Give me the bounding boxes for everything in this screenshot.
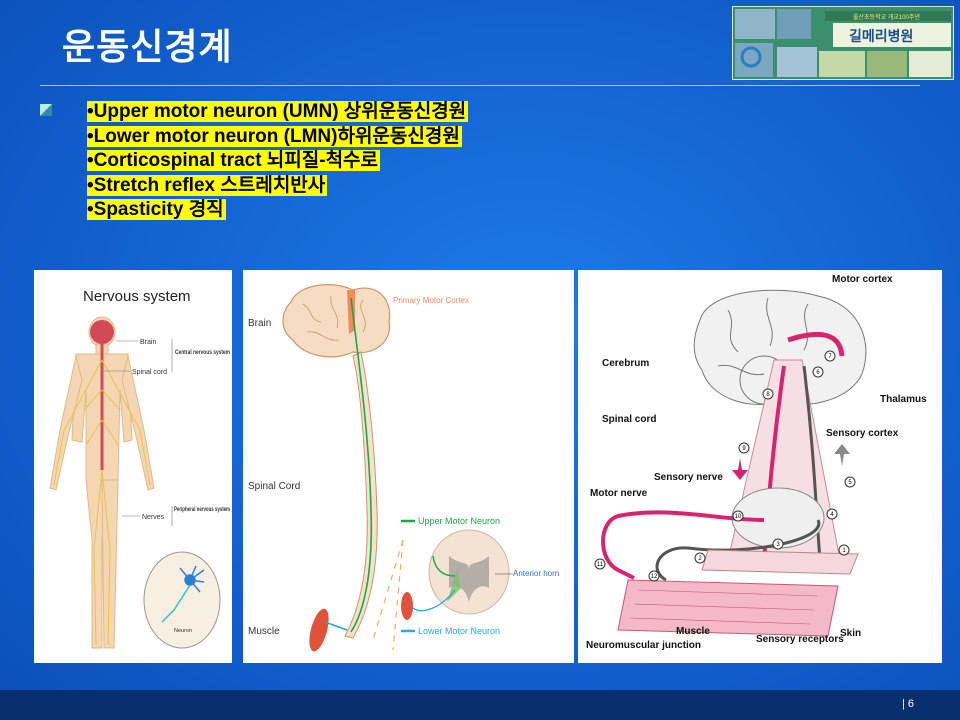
label-muscle: Muscle — [248, 626, 280, 637]
bullet-dot: • — [87, 101, 94, 122]
logo-image: 울산초등학교 개교100주년 길메리병원 — [733, 7, 953, 79]
step-markers: 1 2 3 4 5 6 7 8 9 10 11 12 — [594, 350, 856, 582]
label-spinal-cord: Spinal Cord — [248, 481, 300, 492]
neuron-inset — [143, 551, 221, 649]
neuron-icon — [161, 565, 205, 623]
label-pns: Peripheral nervous system — [174, 507, 230, 513]
label-primary-motor-cortex: Primary Motor Cortex — [393, 296, 469, 305]
page-number: | 6 — [901, 698, 914, 710]
bullet-item: •Spasticity 경직 — [87, 198, 468, 223]
label-motor-nerve: Motor nerve — [590, 488, 648, 499]
step-1: 1 — [842, 548, 846, 554]
nerve-lines — [53, 359, 151, 646]
reflex-circuit-figure: 1 2 3 4 5 6 7 8 9 10 11 12 Motor cortex … — [578, 270, 942, 663]
motor-cortex-path — [787, 331, 845, 357]
bullet-item: •Corticospinal tract 뇌피질-척수로 — [87, 149, 468, 174]
footer-bar: | 6 — [0, 690, 960, 720]
bullet-dot: • — [87, 150, 94, 171]
bullet-text: Spasticity 경직 — [93, 199, 224, 220]
bullet-item: •Lower motor neuron (LMN)하위운동신경원 — [87, 125, 468, 150]
label-nerves: Nerves — [142, 514, 165, 521]
spinal-cord-drawing — [344, 351, 378, 639]
ascending-sensory-path — [802, 365, 822, 561]
figure1-title: Nervous system — [83, 288, 191, 305]
lmn-pathway-line — [324, 621, 348, 631]
reflex-circuit-illustration: 1 2 3 4 5 6 7 8 9 10 11 12 Motor cortex … — [586, 274, 927, 651]
step-2: 2 — [698, 556, 702, 562]
step-7: 7 — [828, 354, 832, 360]
brain-drawing — [282, 284, 391, 358]
bullet-text: Corticospinal tract 뇌피질-척수로 — [93, 150, 379, 171]
nervous-system-illustration: Nervous system Brain Central nervous sys… — [49, 288, 230, 649]
label-neuron: Neuron — [174, 628, 192, 634]
label-brain: Brain — [140, 339, 156, 346]
motor-pathway-figure: Primary Motor Cortex Brain Spinal Cord M… — [243, 270, 574, 663]
label-skin: Skin — [840, 628, 861, 639]
bullet-item: •Stretch reflex 스트레치반사 — [87, 174, 468, 199]
bullet-item: •Upper motor neuron (UMN) 상위운동신경원 — [87, 100, 469, 125]
label-cns: Central nervous system — [175, 350, 230, 356]
muscle-drawing — [617, 579, 839, 637]
logo-school-text: 울산초등학교 개교100주년 — [853, 13, 920, 21]
step-10: 10 — [735, 514, 742, 520]
label-muscle: Muscle — [676, 626, 710, 637]
logo-spiral-icon — [740, 46, 762, 68]
sensory-arrow-icon — [834, 444, 850, 466]
label-spinal-cord: Spinal cord — [602, 414, 656, 425]
label-spinal-cord: Spinal cord — [132, 369, 167, 376]
motor-pathway-illustration: Primary Motor Cortex Brain Spinal Cord M… — [248, 284, 559, 652]
brain-drawing — [693, 289, 867, 406]
human-body — [49, 316, 155, 649]
skin-drawing — [701, 549, 859, 575]
label-sensory-receptors: Sensory receptors — [756, 634, 844, 645]
label-sensory-nerve: Sensory nerve — [654, 472, 723, 483]
step-4: 4 — [830, 512, 834, 518]
bullet-dot: • — [87, 174, 94, 196]
bullet-square-icon — [40, 104, 52, 116]
slide-title: 운동신경계 — [62, 27, 233, 68]
title-divider — [40, 85, 920, 86]
logo-hospital-text: 길메리병원 — [849, 28, 913, 44]
label-anterior-horn: Anterior horn — [513, 569, 559, 578]
step-6: 6 — [816, 370, 820, 376]
nervous-system-figure: Nervous system Brain Central nervous sys… — [34, 270, 232, 663]
bullet-list: •Upper motor neuron (UMN) 상위운동신경원 •Lower… — [87, 100, 469, 223]
label-cerebrum: Cerebrum — [602, 358, 649, 369]
muscle-drawing — [309, 608, 329, 652]
brain-highlight — [90, 320, 114, 344]
step-8: 8 — [766, 392, 770, 398]
muscle-small — [401, 592, 413, 620]
motor-cortex-highlight — [347, 290, 355, 334]
bullet-text: Stretch reflex 스트레치반사 — [93, 174, 326, 196]
hospital-logo: 울산초등학교 개교100주년 길메리병원 — [732, 6, 954, 80]
motor-nerve-path — [601, 510, 765, 580]
step-3: 3 — [776, 542, 780, 548]
bullet-text: Upper motor neuron (UMN) 상위운동신경원 — [93, 101, 467, 122]
step-11: 11 — [597, 562, 604, 568]
step-9: 9 — [742, 446, 746, 452]
bullet-dot: • — [87, 125, 94, 147]
label-brain: Brain — [248, 318, 271, 329]
label-thalamus: Thalamus — [880, 394, 927, 405]
label-motor-cortex: Motor cortex — [832, 274, 893, 285]
label-nmj: Neuromuscular junction — [586, 640, 701, 651]
umn-pathway-line — [350, 297, 373, 633]
sensory-nerve-path — [655, 519, 821, 582]
label-sensory-cortex: Sensory cortex — [826, 428, 899, 439]
bullet-text: Lower motor neuron (LMN)하위운동신경원 — [93, 125, 460, 147]
motor-arrow-icon — [732, 458, 748, 480]
step-5: 5 — [848, 480, 852, 486]
label-umn: Upper Motor Neuron — [418, 516, 500, 526]
label-lmn: Lower Motor Neuron — [418, 626, 500, 636]
bullet-dot: • — [87, 199, 94, 220]
step-12: 12 — [651, 574, 658, 580]
